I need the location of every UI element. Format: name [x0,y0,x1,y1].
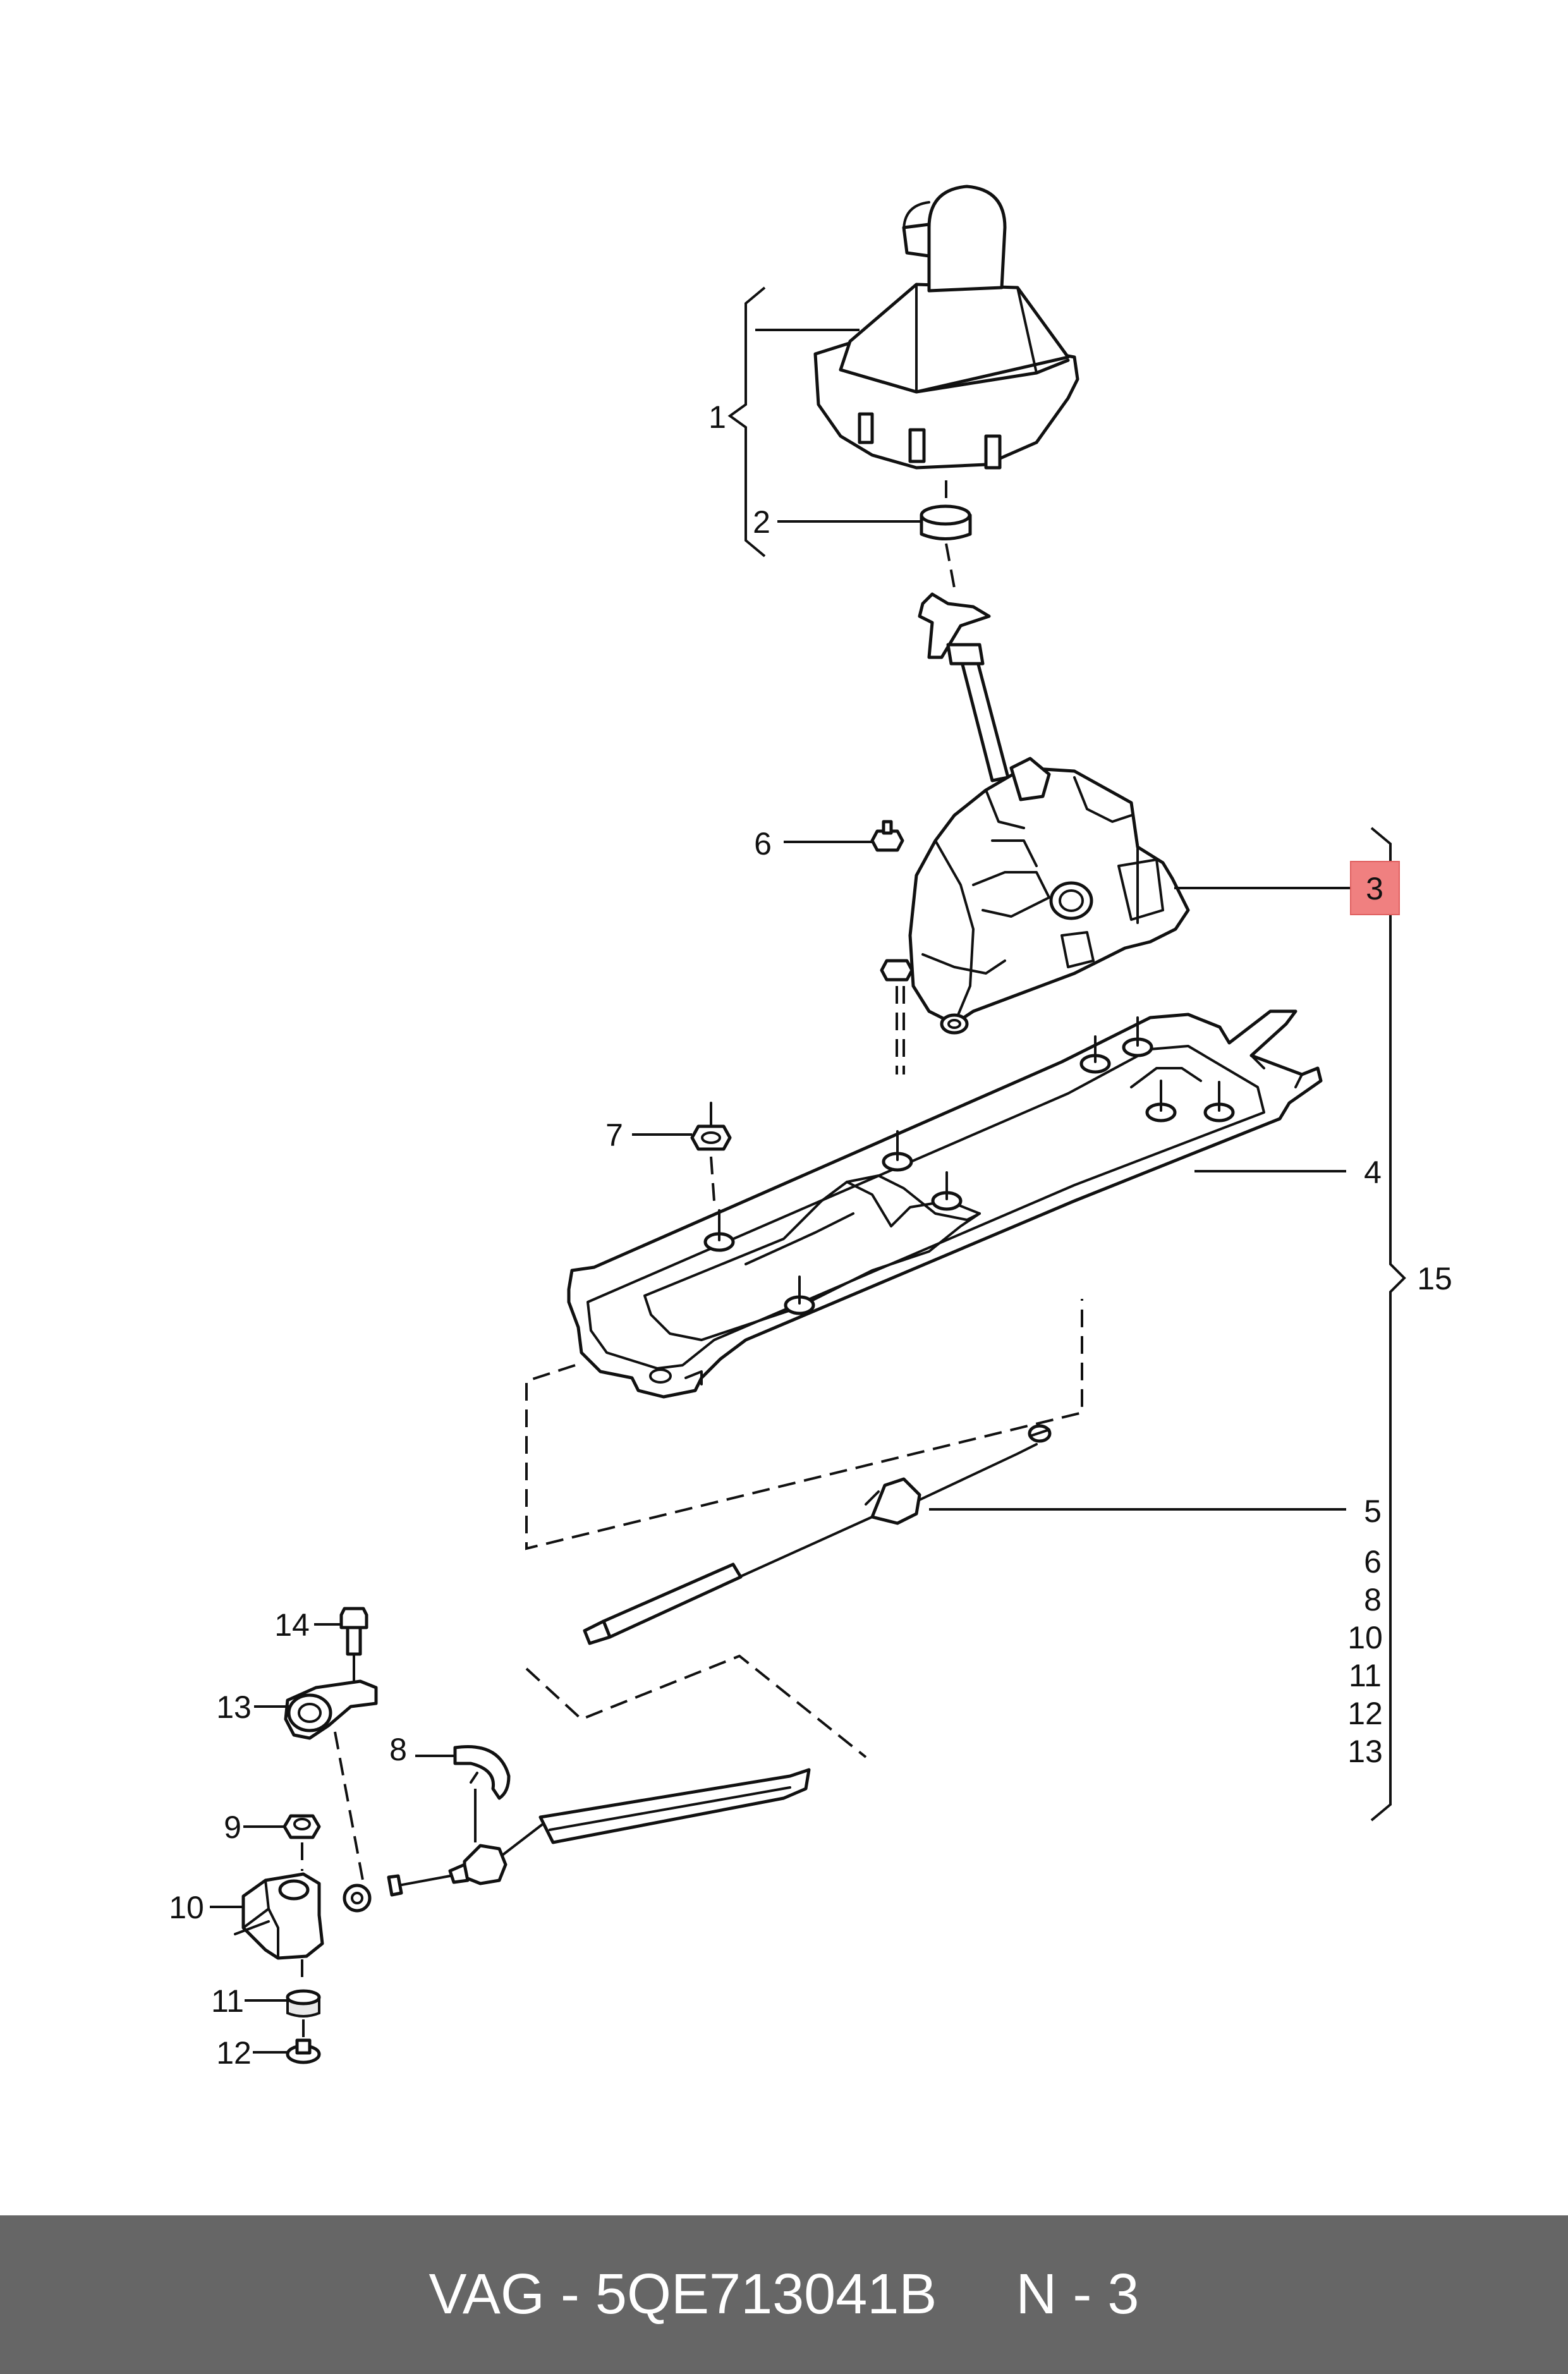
leader-lines [210,329,1351,2054]
kit-item: 11 [1349,1658,1382,1693]
callout-14[interactable]: 14 [274,1607,310,1643]
callout-3[interactable]: 3 [1366,871,1383,906]
assembly-line [334,1731,365,1884]
assembly-line [945,543,956,588]
bracket-parts-1-2 [727,286,766,557]
part-1-gear-knob-boot[interactable] [813,185,1079,470]
callout-8[interactable]: 8 [389,1732,407,1767]
assembly-line [710,1156,715,1202]
part-5-shift-cable[interactable] [583,1424,1052,1645]
assembly-line [525,1299,1083,1550]
footer-brand: VAG [428,2263,545,2326]
part-13-lever-bracket[interactable] [284,1679,378,1740]
callout-2[interactable]: 2 [753,504,770,540]
part-2-bushing[interactable] [920,504,972,540]
callout-6[interactable]: 6 [754,826,772,861]
bracket-assembly-15 [1370,827,1406,1822]
callout-1[interactable]: 1 [708,399,726,435]
part-14-bolt[interactable] [339,1607,368,1656]
callout-9[interactable]: 9 [224,1810,241,1845]
callout-13[interactable]: 13 [216,1689,252,1725]
footer-page-ref: N - 3 [1016,2263,1140,2326]
gear-lever-cable[interactable] [343,1768,811,1913]
callout-4[interactable]: 4 [1364,1155,1382,1190]
kit-item: 8 [1364,1582,1382,1617]
callout-11[interactable]: 11 [211,1983,244,2019]
callout-10[interactable]: 10 [169,1890,204,1925]
assembly-line [525,1654,867,1758]
kit-item: 10 [1347,1620,1383,1655]
footer-spacer [937,2262,1016,2327]
part-9-nut[interactable] [283,1814,321,1839]
footer-bar: VAG - 5QE713041B N - 3 [0,2215,1568,2374]
base-plate-studs [649,1016,1235,1384]
callout-labels: 1 2 3 4 5 6 7 8 9 10 11 12 13 14 15 [169,399,1452,2071]
part-12-sleeve[interactable] [286,2038,321,2064]
callout-12[interactable]: 12 [216,2035,252,2071]
part-6-nut[interactable] [880,959,914,982]
part-10-housing[interactable] [234,1872,324,1960]
part-8-clip[interactable] [453,1745,511,1800]
exploded-parts-diagram: 1 2 3 4 5 6 7 8 9 10 11 12 13 14 15 6 8 … [169,185,1452,2071]
callout-5[interactable]: 5 [1364,1494,1382,1529]
kit-item: 13 [1347,1734,1383,1769]
footer-separator: - [544,2263,595,2326]
part-11-rubber-bushing[interactable] [286,1989,321,2018]
callout-15[interactable]: 15 [1417,1261,1452,1296]
kit-list: 6 8 10 11 12 13 [1347,1544,1383,1769]
part-6-nut[interactable] [870,820,904,852]
callout-3-highlight [1350,861,1400,915]
kit-item: 6 [1364,1544,1382,1580]
part-7-nut[interactable] [690,1102,732,1151]
kit-item: 12 [1347,1696,1383,1731]
part-3-shift-mechanism[interactable] [908,592,1190,1035]
callout-7[interactable]: 7 [605,1117,623,1153]
footer-part-number: 5QE713041B [595,2263,937,2326]
